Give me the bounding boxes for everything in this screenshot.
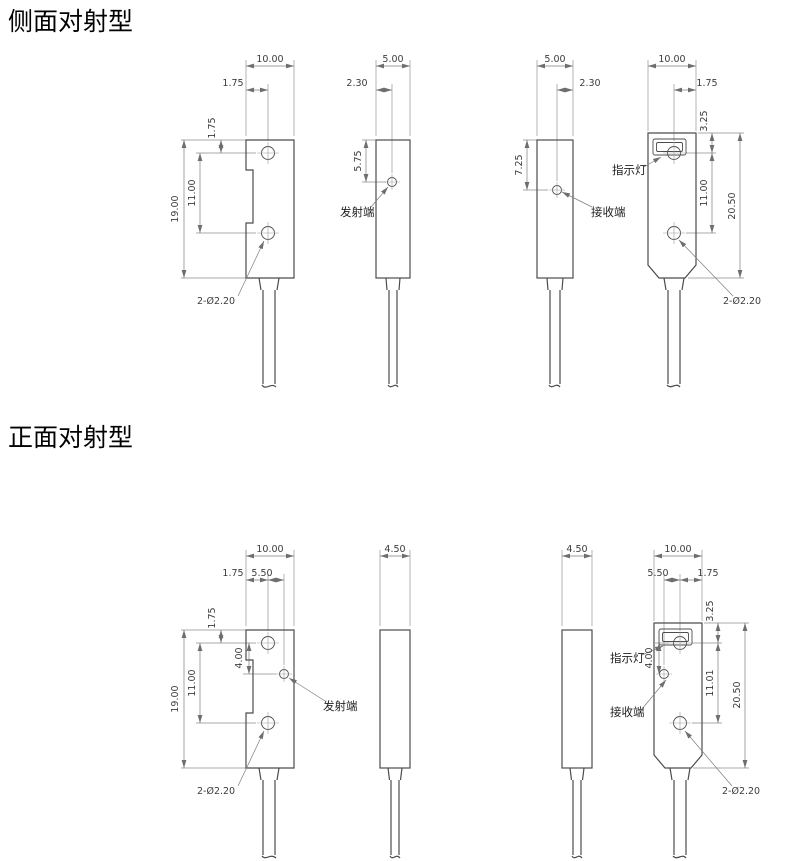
hole-callout: 2-Ø2.20 — [722, 786, 760, 797]
emitter-label: 发射端 — [340, 205, 375, 219]
dim-hole-pitch: 11.00 — [699, 179, 710, 206]
dim-height: 19.00 — [170, 195, 181, 222]
cable — [663, 277, 685, 388]
dim-lens-offset-x: 2.30 — [579, 78, 600, 89]
dim-width: 4.50 — [384, 544, 405, 555]
hole-callout: 2-Ø2.20 — [197, 296, 235, 307]
leader-line-holes — [237, 240, 265, 297]
leader-line-holes — [684, 730, 733, 787]
lens-centerlines — [549, 182, 565, 198]
led-label: 指示灯 — [612, 163, 647, 177]
led-indicator-inner — [656, 142, 683, 152]
dim-hole-offset-x: 1.75 — [222, 568, 243, 579]
sensor-body-outline — [561, 629, 593, 769]
hole-callout: 2-Ø2.20 — [197, 786, 235, 797]
leader-line-led — [643, 156, 662, 168]
dim-lens-offset-y: 4.00 — [644, 647, 655, 668]
sensor-body-outline — [536, 139, 574, 279]
sensor-body-outline — [647, 132, 697, 279]
dim-hole-pitch: 11.00 — [187, 179, 198, 206]
cable — [258, 767, 280, 859]
extension-lines — [181, 60, 295, 279]
receiver-label: 接收端 — [610, 705, 645, 719]
leader-line-led — [641, 645, 664, 656]
cable — [569, 767, 585, 859]
cable — [546, 277, 564, 388]
dim-lens-offset-y: 4.00 — [234, 647, 245, 668]
dim-width: 4.50 — [566, 544, 587, 555]
lens-centerlines — [384, 174, 400, 190]
hole-centerlines — [257, 632, 292, 734]
dim-height: 20.50 — [732, 681, 743, 708]
section-title-front: 正面对射型 — [8, 424, 133, 452]
led-label: 指示灯 — [610, 651, 645, 665]
dim-width: 5.00 — [544, 54, 565, 65]
dim-width: 10.00 — [256, 54, 283, 65]
leader-line-receiver — [561, 191, 593, 208]
dim-hole-offset-x: 1.75 — [222, 78, 243, 89]
leader-line-emitter — [288, 677, 326, 702]
dim-width: 5.00 — [382, 54, 403, 65]
extension-lines — [523, 60, 574, 191]
led-indicator-outer — [658, 628, 693, 646]
dim-width: 10.00 — [664, 544, 691, 555]
dim-width: 10.00 — [256, 544, 283, 555]
front-emitter-side-view: 4.50 — [379, 544, 411, 859]
cable — [258, 277, 280, 388]
extension-lines — [647, 60, 744, 279]
led-indicator-outer — [652, 138, 687, 156]
dim-lens-offset-y: 5.75 — [353, 150, 364, 171]
hole-centerlines — [257, 142, 279, 244]
extension-lines — [362, 60, 411, 183]
section-title-side: 侧面对射型 — [8, 8, 133, 36]
side-receiver-side-view: 5.00 2.30 7.25 接收端 — [514, 54, 626, 388]
dim-height: 19.00 — [170, 685, 181, 712]
dim-hole-offset-top: 3.25 — [699, 110, 710, 131]
cable — [387, 767, 403, 859]
dim-hole-pitch: 11.00 — [187, 669, 198, 696]
dim-hole-offset-y: 1.75 — [207, 607, 218, 628]
dim-hole-offset-top: 3.25 — [705, 600, 716, 621]
hole-callout: 2-Ø2.20 — [723, 296, 761, 307]
side-receiver-front-view: 10.00 1.75 3.25 11.00 20.50 指示灯 2-Ø2.20 — [612, 54, 761, 388]
dim-height: 20.50 — [727, 192, 738, 219]
dim-hole-offset-x: 1.75 — [696, 78, 717, 89]
leader-line-receiver — [641, 679, 667, 710]
sensor-body-outline — [653, 622, 703, 769]
dim-hole-offset-y: 1.75 — [207, 117, 218, 138]
emitter-label: 发射端 — [323, 699, 358, 713]
extension-lines — [181, 550, 295, 769]
leader-line-holes — [678, 239, 734, 297]
dim-lens-offset-x: 5.50 — [647, 568, 668, 579]
dim-lens-offset-y: 7.25 — [514, 154, 525, 175]
led-indicator-inner — [662, 632, 689, 642]
dim-lens-offset-x: 5.50 — [251, 568, 272, 579]
extension-lines — [561, 550, 593, 626]
leader-line-emitter — [370, 186, 389, 208]
sensor-body-outline — [375, 139, 411, 279]
cable — [385, 277, 401, 388]
receiver-label: 接收端 — [591, 205, 626, 219]
hole-centerlines — [656, 632, 691, 734]
hole-centerlines — [663, 142, 685, 244]
extension-lines — [653, 550, 749, 769]
sensor-body-outline — [245, 629, 295, 769]
front-emitter-front-view: 10.00 1.75 5.50 1.75 4.00 11.00 19.00 发射… — [170, 544, 358, 859]
dim-lens-offset-x: 2.30 — [346, 78, 367, 89]
cable — [669, 767, 691, 859]
sensor-body-outline — [379, 629, 411, 769]
dim-width: 10.00 — [658, 54, 685, 65]
side-emitter-front-view: 10.00 1.75 1.75 11.00 19.00 2-Ø2.20 — [170, 54, 295, 388]
front-receiver-front-view: 10.00 5.50 1.75 3.25 4.00 11.01 20.50 指示… — [610, 544, 760, 859]
dim-hole-offset-x: 1.75 — [697, 568, 718, 579]
front-receiver-side-view: 4.50 — [561, 544, 593, 859]
side-emitter-side-view: 5.00 2.30 5.75 发射端 — [340, 54, 411, 388]
sensor-body-outline — [245, 139, 295, 279]
dim-hole-pitch: 11.01 — [705, 669, 716, 696]
leader-line-holes — [237, 730, 265, 787]
extension-lines — [379, 550, 411, 626]
